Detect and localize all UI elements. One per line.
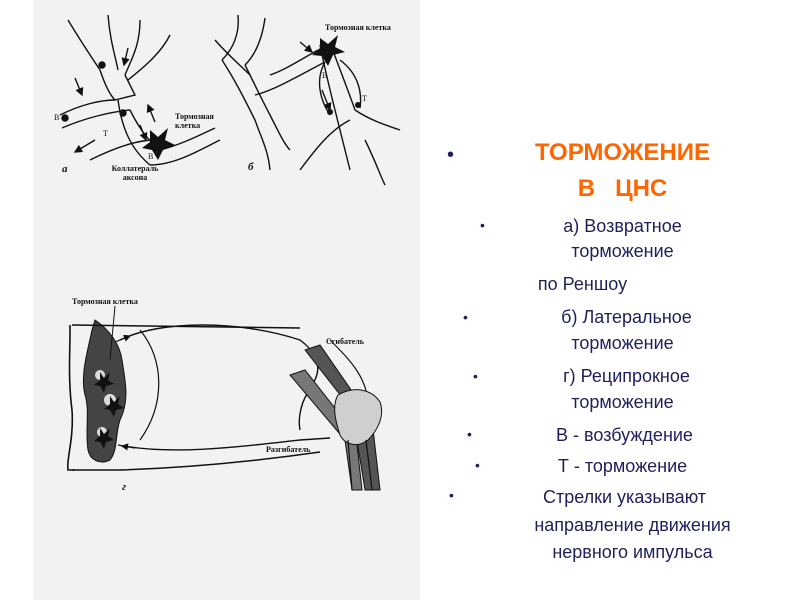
figure-b-label: б [248, 161, 254, 173]
label-a-collateral: Коллатераль аксона [111, 164, 159, 182]
bullet-4: • [473, 368, 478, 384]
bullet-6: • [475, 457, 480, 473]
slide-title-line1: ТОРМОЖЕНИЕ [534, 139, 711, 166]
item-1-line2: торможение [571, 241, 674, 261]
figure-a-diagram [59, 14, 221, 166]
item-7-line1: Стрелки указывают [542, 487, 707, 507]
pointer-line [109, 305, 116, 361]
item-4-line1: г) Реципрокное [563, 366, 690, 386]
label-a-v2: В [148, 152, 153, 161]
slide-text: • ТОРМОЖЕНИЕ В ЦНС • а) Возвратное тормо… [425, 0, 800, 600]
label-g-extensor: Разгибатель [266, 445, 311, 454]
figure-g-diagram [66, 319, 383, 491]
bullet-5: • [467, 426, 472, 442]
bullet-3: • [463, 309, 468, 325]
bullet-7: • [449, 487, 454, 503]
item-2-line1: по Реншоу [537, 274, 628, 294]
figure-panel [33, 0, 420, 600]
figure-a-label: а [62, 163, 68, 175]
neuron-diagrams: В Т В Тормозная клетка Коллатераль аксон… [54, 14, 401, 493]
label-g-inhib-cell: Тормозная клетка [72, 297, 138, 306]
item-6-line1: Т - торможение [557, 456, 688, 476]
item-1-line1: а) Возвратное [563, 216, 682, 236]
inhibitory-cell-a [142, 128, 175, 160]
figure-b-diagram [214, 14, 401, 186]
label-b-v: В [322, 71, 327, 80]
bullet-1: • [480, 217, 485, 233]
figure-g-label: г [122, 481, 126, 493]
inhibitory-cell-b [312, 35, 345, 66]
synapse-b2 [355, 102, 361, 108]
item-3-line2: торможение [571, 333, 674, 353]
label-a-t: Т [103, 129, 108, 138]
label-g-flexor: Сгибатель [326, 337, 365, 346]
label-a-inhib-cell: Тормозная клетка [175, 112, 214, 130]
title-bullet: • [447, 144, 455, 166]
item-5-line1: В - возбуждение [556, 425, 693, 445]
item-4-line2: торможение [571, 392, 674, 412]
label-b-inhib-cell: Тормозная клетка [325, 23, 391, 32]
synapse-b [327, 109, 333, 115]
item-3-line1: б) Латеральное [561, 307, 692, 327]
item-7-line2: направление движения [534, 515, 731, 535]
label-a-v1: В [54, 113, 59, 122]
item-7-line3: нервного импульса [552, 542, 713, 562]
label-b-t: Т [362, 94, 367, 103]
slide-title-line2: В ЦНС [577, 175, 668, 202]
